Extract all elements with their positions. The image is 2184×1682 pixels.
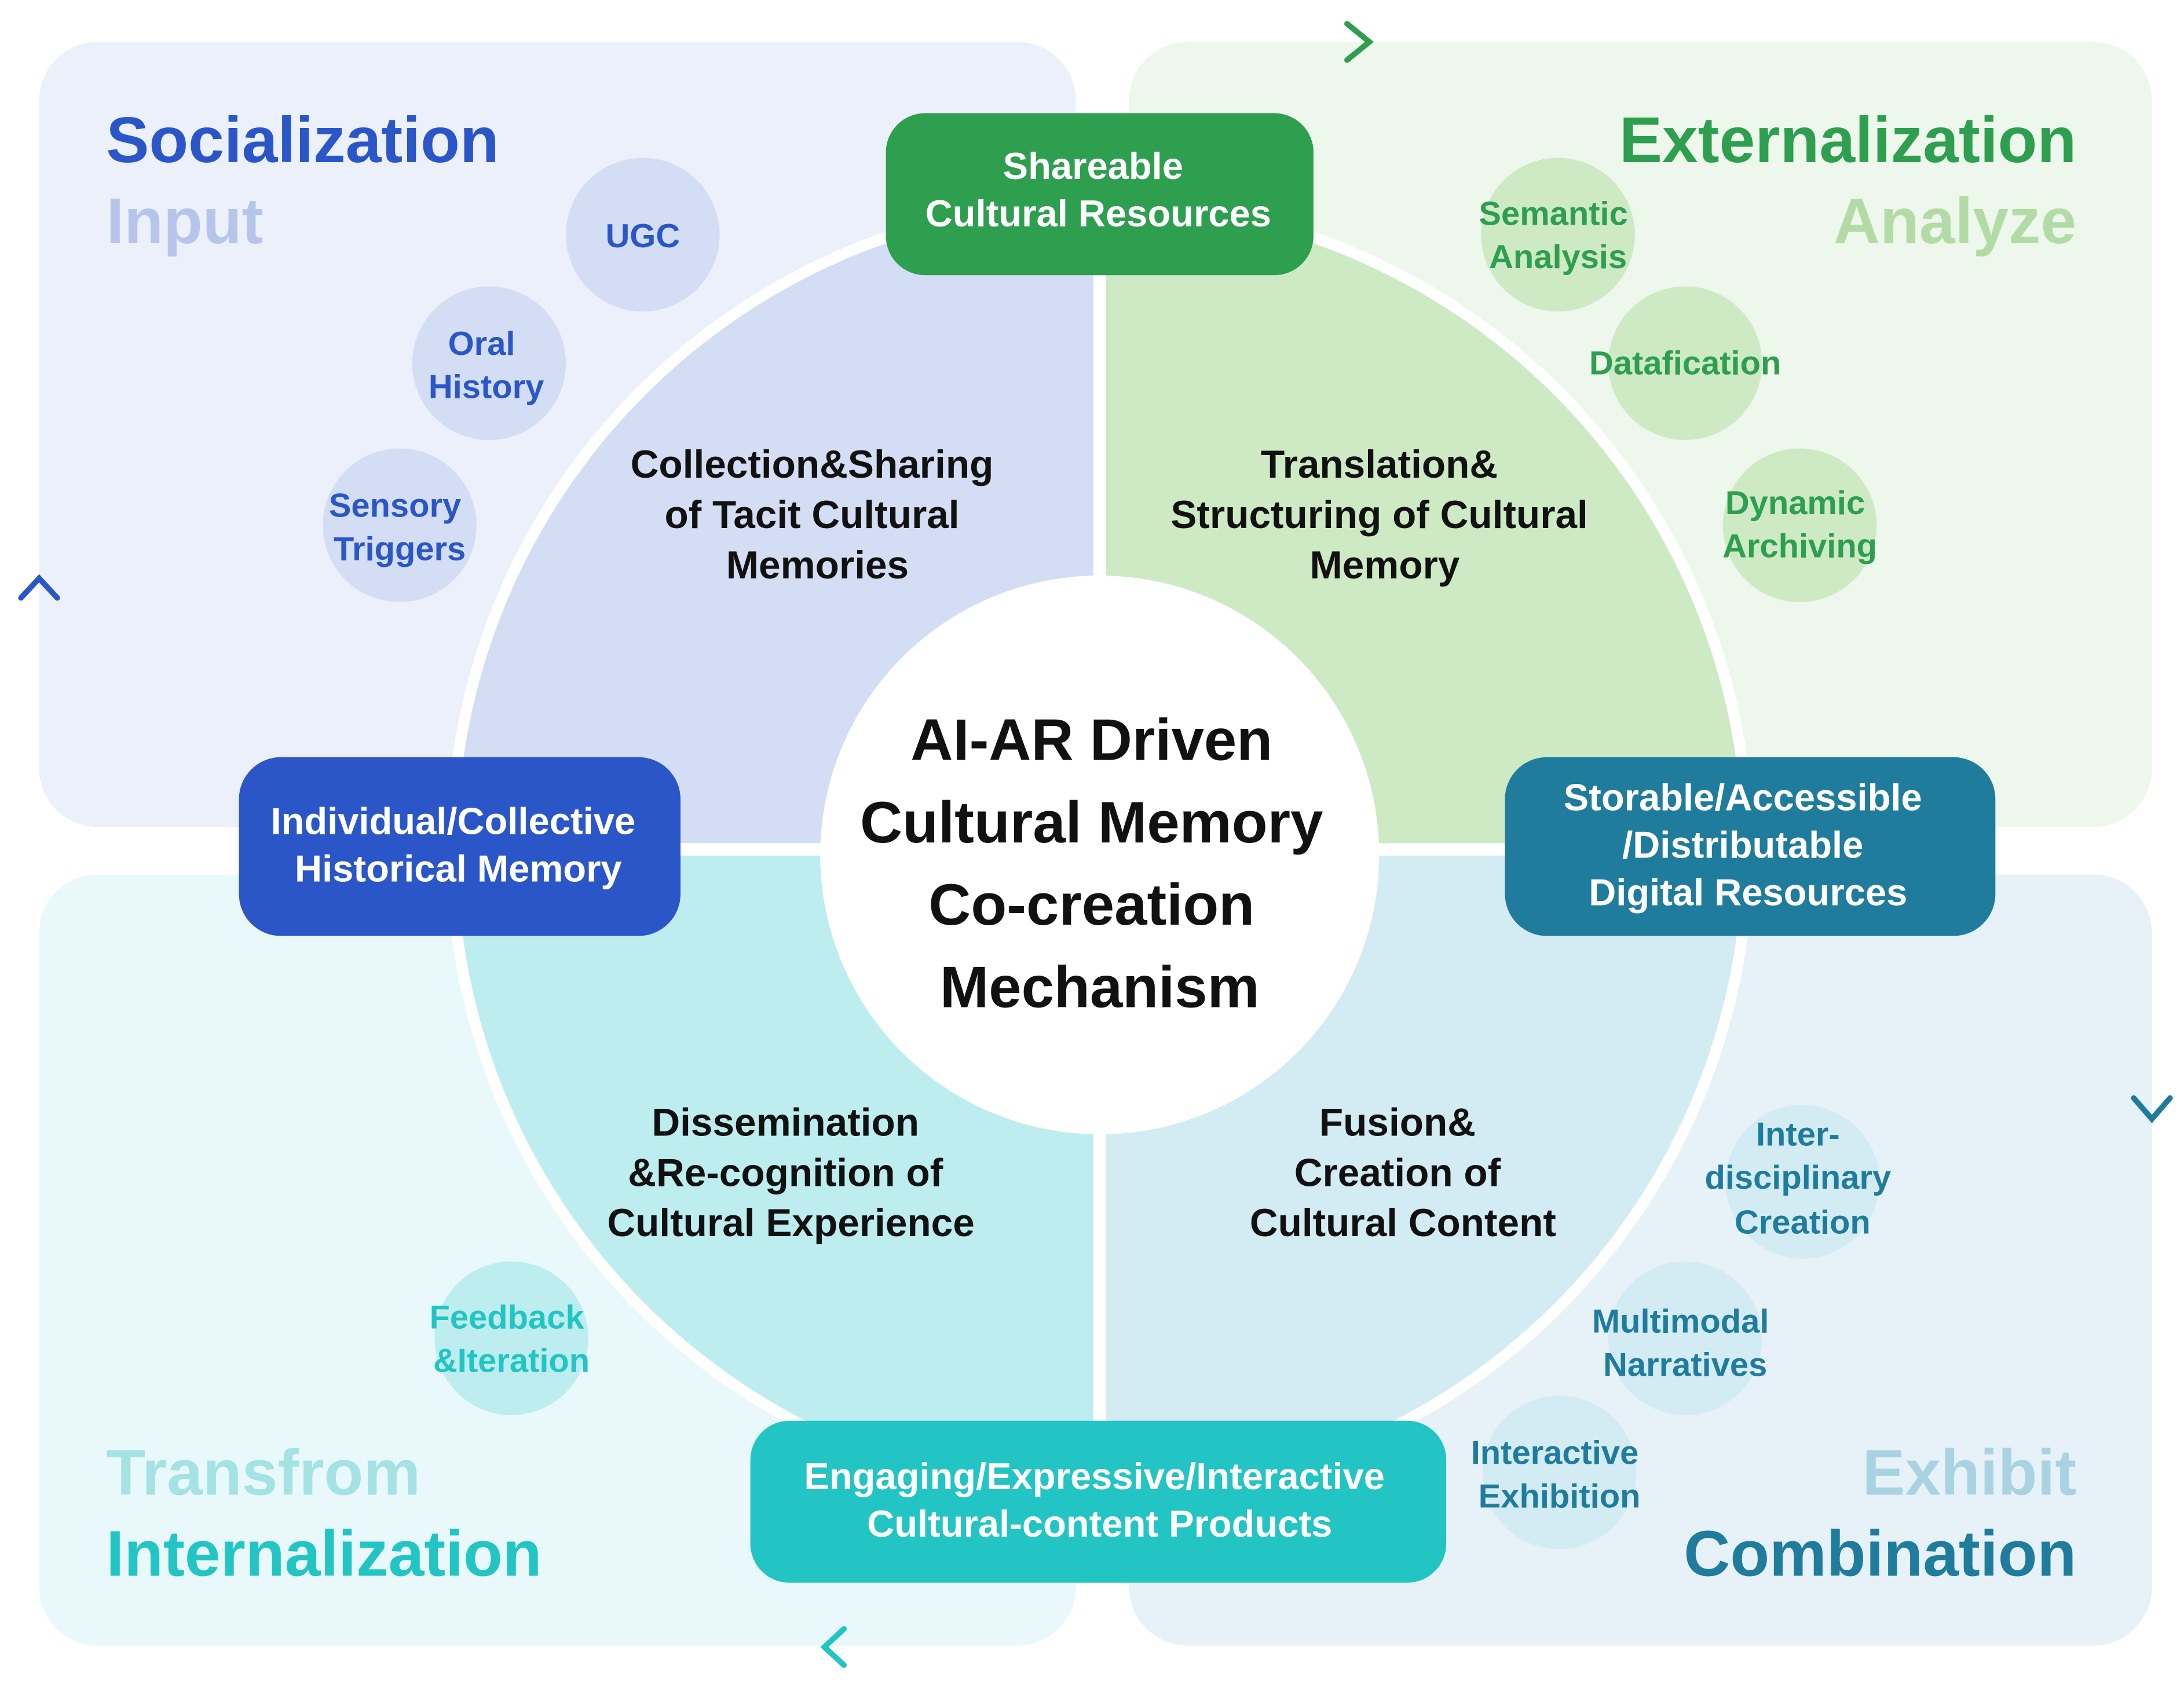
externalization-subtitle: Analyze — [1834, 185, 2076, 257]
box-historical-memory: Individual/Collective Historical Memory — [239, 757, 681, 936]
svg-text:Oral History: Oral History — [429, 325, 544, 406]
center-title: AI-AR Driven Cultural Memory Co-creation… — [860, 708, 1340, 1020]
cycle-arrow-bottom — [820, 1626, 1370, 1668]
sector-externalization-text: Translation& Structuring of Cultural Mem… — [1170, 443, 1598, 587]
bubble-sensory-triggers: Sensory Triggers — [323, 448, 477, 602]
svg-text:Inter- disciplinary: Inter- disciplinary Creation — [1704, 1116, 1900, 1241]
sector-internalization-text: Dissemination &Re-cognition of Cultural … — [607, 1101, 974, 1245]
bubble-oral-history: Oral History — [412, 286, 566, 441]
bubble-datafication: Datafication — [1589, 286, 1781, 441]
cycle-arrow-left — [18, 574, 60, 1120]
svg-text:Feedback &Iteration: Feedback &Iteration — [429, 1299, 593, 1379]
svg-text:Dynamic Archiving: Dynamic Archiving — [1722, 485, 1877, 565]
sector-socialization-text: Collection&Sharing of Tacit Cultural Mem… — [631, 443, 1005, 587]
internalization-title: Internalization — [106, 1518, 542, 1590]
svg-text:Datafication: Datafication — [1589, 345, 1781, 382]
cycle-arrow-top — [824, 21, 1374, 63]
svg-text:Interactive Exhibition: Interactive Exhibition — [1471, 1435, 1648, 1515]
box-shareable-resources: Shareable Cultural Resources — [886, 113, 1314, 276]
bubble-feedback-iteration: Feedback &Iteration — [429, 1261, 593, 1416]
bubble-interdisciplinary-creation: Inter- disciplinary Creation — [1704, 1105, 1900, 1259]
svg-text:Shareable Cultural Resou: Shareable Cultural Resources — [925, 145, 1271, 234]
socialization-title: Socialization — [106, 104, 499, 176]
bubble-semantic-analysis: Semantic Analysis — [1479, 157, 1637, 312]
svg-text:Sensory Triggers: Sensory Triggers — [329, 488, 471, 568]
combination-title: Combination — [1684, 1518, 2076, 1590]
socialization-subtitle: Input — [106, 185, 263, 257]
svg-text:UGC: UGC — [606, 218, 681, 255]
bubble-ugc: UGC — [566, 157, 720, 312]
svg-text:Engaging/Expressive/Interactiv: Engaging/Expressive/Interactive Cultural… — [804, 1455, 1395, 1545]
svg-text:Multimodal Narratives: Multimodal Narratives — [1592, 1303, 1779, 1384]
externalization-title: Externalization — [1619, 104, 2076, 176]
internalization-subtitle: Transfrom — [106, 1437, 420, 1509]
combination-subtitle: Exhibit — [1862, 1437, 2076, 1509]
bubble-interactive-exhibition: Interactive Exhibition — [1471, 1395, 1648, 1549]
svg-text:Storable/Accessible /Dis: Storable/Accessible /Distributable Digit… — [1564, 776, 1933, 913]
box-digital-resources: Storable/Accessible /Distributable Digit… — [1505, 757, 1996, 936]
svg-text:Individual/Collective Hi: Individual/Collective Historical Memory — [270, 800, 646, 889]
bubble-dynamic-archiving: Dynamic Archiving — [1722, 448, 1877, 602]
svg-text:Semantic Analysis: Semantic Analysis — [1479, 195, 1637, 276]
bubble-multimodal-narratives: Multimodal Narratives — [1592, 1261, 1779, 1416]
box-cultural-products: Engaging/Expressive/Interactive Cultural… — [750, 1420, 1447, 1583]
sector-combination-text: Fusion& Creation of Cultural Content — [1250, 1101, 1556, 1245]
center-hub — [820, 576, 1380, 1135]
cycle-arrow-right — [2131, 576, 2173, 1123]
